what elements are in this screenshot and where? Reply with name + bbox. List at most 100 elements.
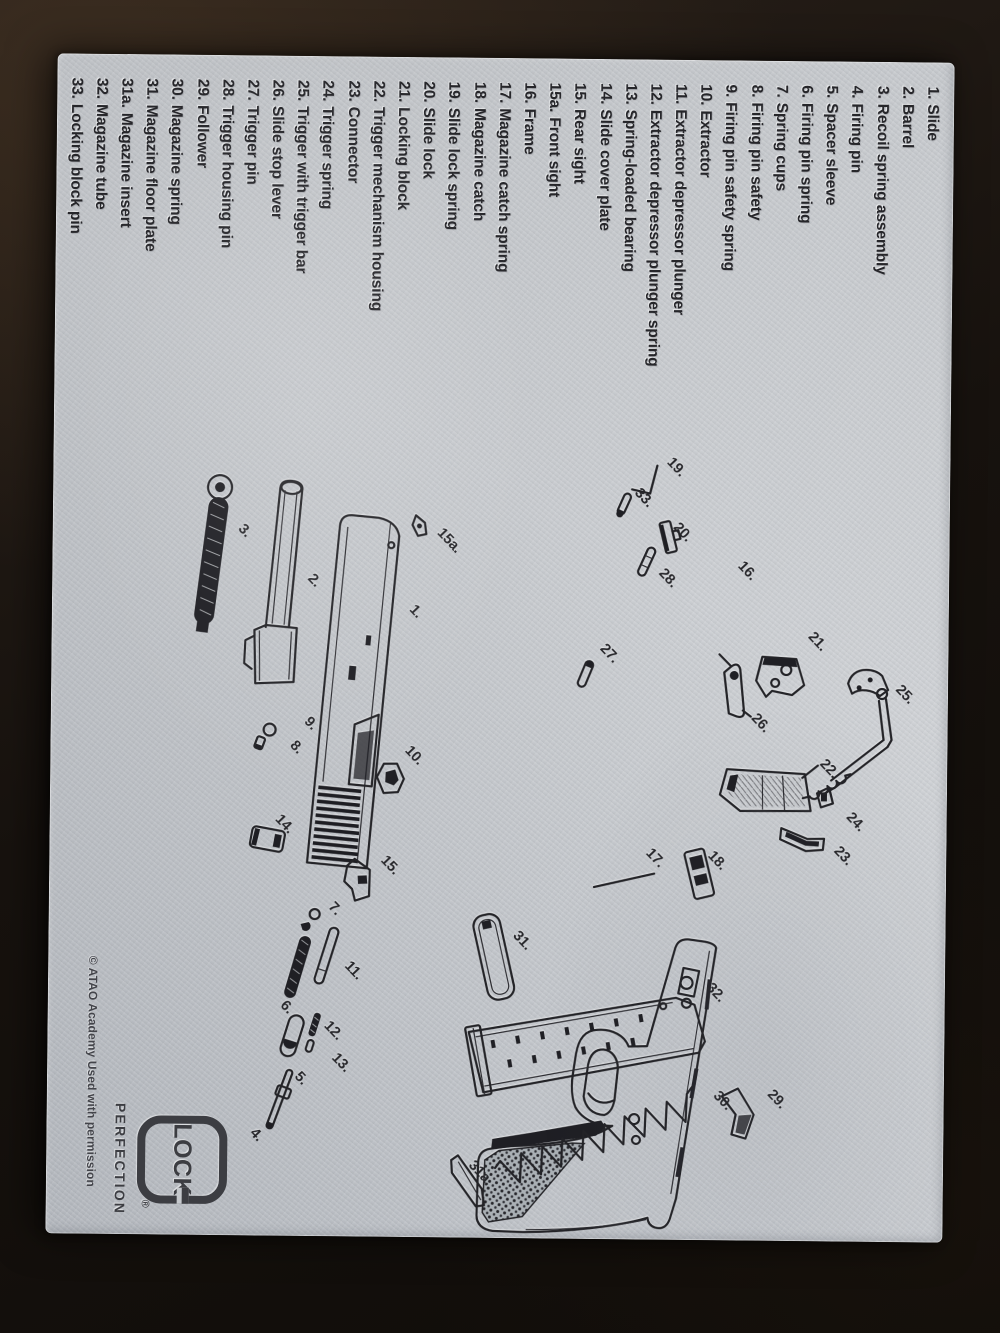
part-number: 21. [395,80,413,103]
parts-list-item: 14.Slide cover plate [585,83,614,443]
part-connector [778,827,826,853]
part-label: Slide [923,104,942,141]
part-number: 32. [93,77,111,100]
parts-list-item: 26.Slide stop lever [258,79,287,439]
part-number: 12. [647,83,665,105]
parts-list-item: 11.Extractor depressor plunger [661,83,690,444]
part-number: 30. [168,78,186,100]
parts-list-item: 31a.Magazine insert [106,78,136,438]
diagram-callout: 20. [670,520,695,546]
part-label: Recoil spring assembly [872,103,891,275]
part-number: 10. [697,84,715,106]
diagram-callout: 9. [301,714,321,734]
part-locking-block-pin [616,492,633,518]
part-label: Frame [520,108,539,155]
parts-list-item: 24.Trigger spring [308,80,337,440]
part-label: Slide stop lever [268,105,287,219]
part-magazine-spring [493,1085,694,1184]
part-number: 28. [218,79,237,101]
part-label: Locking block pin [66,103,85,234]
perfection-text: PERFECTION [111,1102,129,1216]
part-number: 9. [722,84,740,98]
part-label: Trigger spring [318,106,337,210]
parts-list-item: 15.Rear sight [560,83,589,443]
part-label: Magazine floor plate [141,104,161,252]
parts-list-item: 33. Locking block pin [56,77,85,437]
diagram-callout: 31. [510,928,535,954]
parts-list-item: 16. Frame [509,82,539,442]
diagram-callout: 11. [341,958,366,983]
brand-block: LOCK ® PERFECTION [111,1084,228,1235]
parts-list-item: 9.Firing pin safety spring [711,84,740,444]
part-trigger-spring [801,773,852,801]
diagram-callout: 16. [734,558,759,584]
part-number: 20. [420,81,438,103]
glock-g-bar-icon [176,1187,189,1204]
part-label: Trigger housing pin [217,105,236,249]
diagram-callout: 12. [321,1018,346,1044]
diagram-callout: 29. [764,1087,789,1113]
part-number: 7. [773,84,791,98]
parts-list-item: 30. Magazine spring [157,78,186,438]
part-spring-cups [300,907,321,931]
part-label: Follower [193,105,211,169]
part-number: 5. [823,85,841,99]
part-label: Magazine tube [91,103,110,210]
part-number: 31. [143,78,161,100]
part-rear-sight [343,857,371,902]
part-number: 18. [470,81,489,104]
part-number: 11. [672,83,690,105]
diagram-callout: 5. [291,1069,311,1089]
part-barrel [243,479,304,685]
part-magazine-insert [450,1154,486,1208]
parts-list-item: 4. Firing pin [837,86,866,446]
parts-list-item: 20.Slide lock [409,81,438,441]
diagram-callout: 25. [892,682,917,708]
parts-list-item: 19.Slide lock spring [434,81,463,441]
part-label: Firing pin [847,103,866,174]
diagram-callout: 4. [246,1125,266,1145]
part-front-sight [411,514,428,537]
part-number: 27. [244,79,262,101]
part-label: Trigger pin [243,105,262,185]
part-number: 14. [596,82,614,105]
part-label: Magazine catch spring [494,108,513,273]
part-label: Connector [344,106,362,184]
parts-list-item: 32. Magazine tube [81,78,110,438]
parts-list-item: 23.Connector [333,80,362,440]
diagram-callout: 21. [805,629,830,655]
part-label: Magazine spring [167,104,186,225]
part-firing-pin-spring [284,936,311,998]
part-locking-block [755,655,806,698]
parts-list-item: 31. Magazine floor plate [132,78,161,438]
part-depressor-plunger [313,926,340,985]
parts-list-item: 7.Spring cups [761,85,790,445]
part-label: Locking block [394,107,413,211]
part-slide-lock-spring [631,464,659,495]
diagram-callout: 3. [235,521,255,541]
part-trigger-pin [576,660,595,688]
parts-list-item: 12.Extractor depressor plunger spring [635,83,664,443]
part-label: Trigger mechanism housing [367,106,388,312]
part-label: Extractor [696,110,715,178]
part-spacer-sleeve [279,1014,305,1058]
part-slide-stop [718,653,752,718]
diagram-callout: 2. [304,571,324,591]
registered-mark: ® [138,1199,151,1209]
exploded-diagram: 1.2.3.4.5.6.7.8.9.10.11.12.13.14.15.15a.… [194,454,918,1234]
part-mag-catch [683,847,716,900]
part-slide-cover-plate [248,825,286,853]
part-number: 3. [873,85,892,99]
part-number: 4. [848,85,866,99]
part-number: 33. [67,77,86,99]
part-plunger-spring [308,1012,321,1037]
diagram-callout: 19. [664,454,689,480]
part-slide [305,514,401,870]
part-number: 16. [521,82,539,104]
part-magazine-tube [464,996,706,1098]
parts-list-item: 8.Firing pin safety [736,84,765,444]
part-slide-lock [658,520,682,555]
part-trigger-housing-pin [636,546,657,577]
part-label: Slide lock spring [444,107,463,231]
